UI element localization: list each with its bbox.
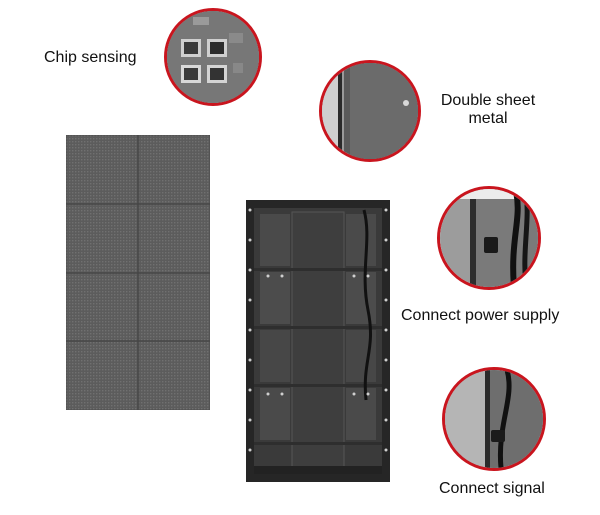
cabinet-rear-image [246,200,390,482]
label-double-sheet-metal: Double sheet metal [430,92,546,128]
label-connect-signal: Connect signal [439,480,545,497]
led-panel-front [66,135,210,410]
led-panel-front-image [66,135,210,410]
label-connect-power-supply: Connect power supply [401,307,560,324]
cabinet-rear [246,200,390,482]
label-double-sheet-line1: Double sheet [440,92,536,109]
label-double-sheet-line2: metal [468,110,508,127]
signal-circle [442,367,546,471]
label-chip-sensing: Chip sensing [44,49,137,66]
signal-image [445,370,543,468]
sheet-metal-circle [319,60,421,162]
sheet-metal-image [322,63,418,159]
power-supply-image [440,189,538,287]
power-supply-circle [437,186,541,290]
chip-closeup-circle [164,8,262,106]
chip-closeup-image [167,11,259,103]
